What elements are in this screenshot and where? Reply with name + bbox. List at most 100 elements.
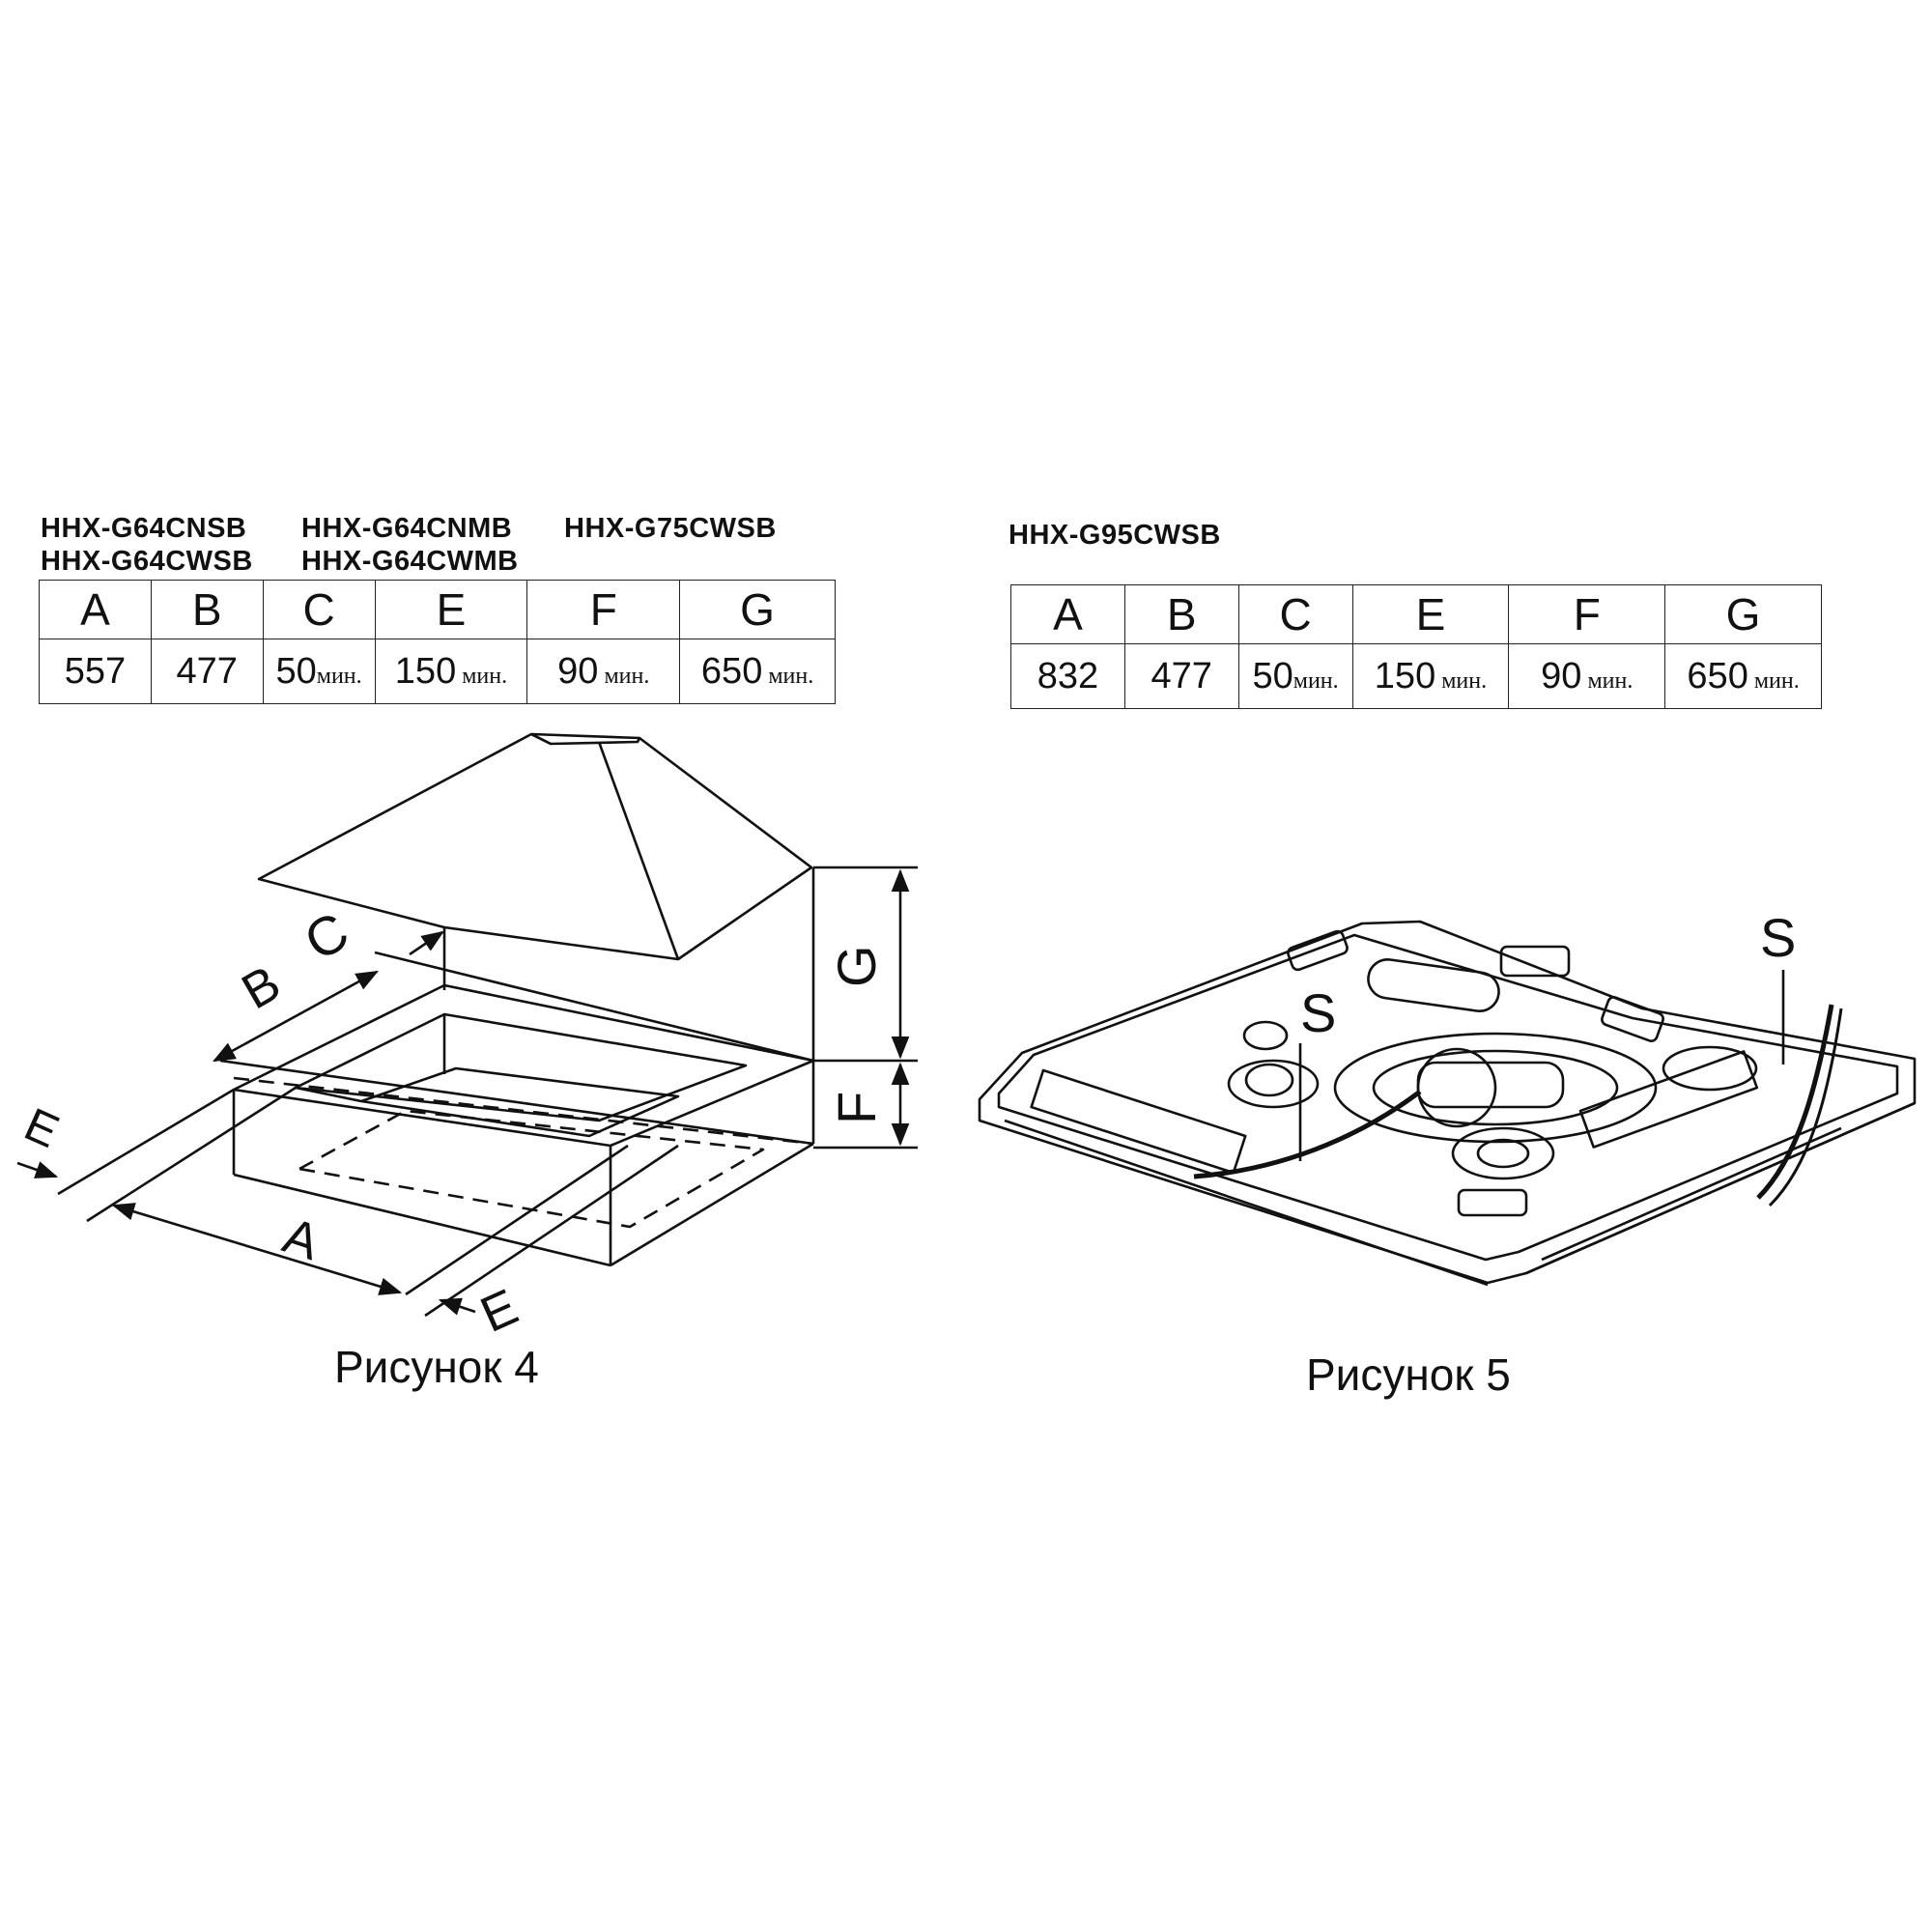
value-number: 557: [64, 650, 127, 692]
hidden-edge: [298, 1109, 765, 1229]
header-cell: G: [1664, 584, 1822, 644]
model-name: HHX-G64CNMB: [301, 513, 513, 544]
value-unit: мин.: [762, 663, 814, 689]
mounting-clip: [1499, 945, 1571, 978]
callout-s: S: [1300, 982, 1336, 1043]
dimension-c-arrow: [409, 930, 444, 956]
dimension-e-arrow: [438, 1297, 476, 1316]
induction-coil-inner: [1372, 1049, 1619, 1126]
value-cell: 150 мин.: [1351, 643, 1510, 709]
left-dimension-table: A B C E F G 557 477 50мин. 150 мин. 90 м…: [39, 580, 836, 704]
value-number: 90: [1541, 655, 1582, 696]
value-cell: 90 мин.: [526, 639, 681, 704]
header-cell: A: [39, 580, 152, 639]
dimension-b-ref: [219, 1059, 814, 1146]
figure-5-caption: Рисунок 5: [1306, 1349, 1511, 1400]
dimension-e-ref: [57, 1088, 235, 1196]
mount-hole: [1244, 1063, 1294, 1097]
table-header-row: A B C E F G: [39, 580, 836, 639]
value-number: 477: [176, 650, 238, 692]
value-number: 650: [1687, 655, 1748, 696]
dimension-a-line: [111, 1203, 403, 1295]
power-cable: [1756, 1004, 1834, 1200]
dimension-label-f: F: [826, 1092, 887, 1124]
value-cell: 832: [1010, 643, 1125, 709]
figure-4-caption: Рисунок 4: [334, 1342, 539, 1392]
value-cell: 557: [39, 639, 152, 704]
cabinet-edge: [610, 1142, 814, 1267]
value-number: 50: [275, 650, 317, 692]
value-unit: мин.: [1581, 667, 1634, 694]
header-cell: G: [679, 580, 836, 639]
model-name: HHX-G75CWSB: [564, 513, 777, 544]
value-number: 90: [557, 650, 599, 692]
dimension-e-ref: [405, 1144, 629, 1296]
dimension-e-arrow: [16, 1161, 59, 1178]
figure-4-hood-diagram: A B C E E G F: [16, 732, 918, 1344]
induction-coil-outer: [1333, 1032, 1658, 1144]
model-name: HHX-G95CWSB: [1009, 520, 1221, 551]
dimension-label-g: G: [826, 945, 887, 987]
value-unit: мин.: [598, 663, 650, 689]
header-cell: C: [1237, 584, 1353, 644]
value-cell: 50мин.: [262, 639, 376, 704]
table-value-row: 557 477 50мин. 150 мин. 90 мин. 650 мин.: [39, 639, 836, 704]
mount-hole: [1476, 1138, 1530, 1169]
model-name: HHX-G64CNSB: [41, 513, 247, 544]
power-cable: [1768, 1008, 1843, 1207]
value-number: 150: [1374, 655, 1436, 696]
mounting-clip: [1457, 1188, 1528, 1217]
value-number: 50: [1252, 655, 1293, 696]
table-value-row: 832 477 50мин. 150 мин. 90 мин. 650 мин.: [1010, 643, 1822, 709]
value-cell: 150 мин.: [374, 639, 528, 704]
figure-5-hob-diagram: S S: [978, 907, 1917, 1287]
value-cell: 650 мин.: [1664, 643, 1822, 709]
hood-canopy-ridge: [530, 732, 641, 746]
value-number: 650: [700, 650, 763, 692]
dimension-b-line: [212, 970, 380, 1063]
hob-chassis-edge: [1525, 1101, 1916, 1275]
fan-opening: [1451, 1126, 1555, 1180]
hood-canopy-edge: [597, 741, 680, 960]
value-unit: мин.: [456, 663, 508, 689]
cutout-wall: [295, 1086, 362, 1103]
mounting-clip: [1601, 996, 1664, 1042]
header-cell: B: [1123, 584, 1239, 644]
coil-center: [1416, 1047, 1497, 1128]
value-number: 477: [1151, 655, 1212, 696]
header-cell: F: [526, 580, 681, 639]
cutout-recess: [359, 1066, 680, 1138]
model-name: HHX-G64CWMB: [301, 546, 519, 577]
vent-slot: [1367, 958, 1500, 1012]
hob-chassis: [997, 933, 1899, 1262]
fan-opening: [1662, 1045, 1758, 1092]
value-number: 832: [1037, 655, 1099, 696]
mount-hole: [1242, 1020, 1289, 1051]
cabinet-edge: [233, 1173, 611, 1267]
model-name: HHX-G64CWSB: [41, 546, 253, 577]
value-unit: мин.: [1747, 667, 1800, 694]
fan-opening: [1227, 1059, 1320, 1109]
mounting-clip: [1287, 929, 1349, 972]
callout-s: S: [1760, 907, 1796, 968]
hidden-edge: [233, 1076, 814, 1146]
power-cable: [1193, 1090, 1422, 1179]
value-cell: 50мин.: [1237, 643, 1353, 709]
dimension-e-ref: [86, 1086, 297, 1223]
value-unit: мин.: [1435, 667, 1488, 694]
value-unit: мин.: [316, 663, 362, 689]
mounting-bracket: [1030, 1068, 1247, 1175]
value-unit: мин.: [1293, 667, 1339, 694]
dimension-c-ref: [374, 951, 814, 1063]
value-cell: 650 мин.: [679, 639, 836, 704]
mounting-bracket: [1578, 1050, 1759, 1149]
value-cell: 477: [150, 639, 264, 704]
value-cell: 477: [1123, 643, 1239, 709]
value-cell: 90 мин.: [1508, 643, 1666, 709]
left-model-list: HHX-G64CNSB HHX-G64CWSB HHX-G64CNMB HHX-…: [41, 512, 813, 580]
value-number: 150: [394, 650, 457, 692]
right-dimension-table: A B C E F G 832 477 50мин. 150 мин. 90 м…: [1010, 584, 1822, 709]
hob-chassis-edge: [1004, 1119, 1489, 1287]
right-model-list: HHX-G95CWSB: [1009, 519, 1395, 554]
dimension-e-ref: [424, 1144, 679, 1318]
